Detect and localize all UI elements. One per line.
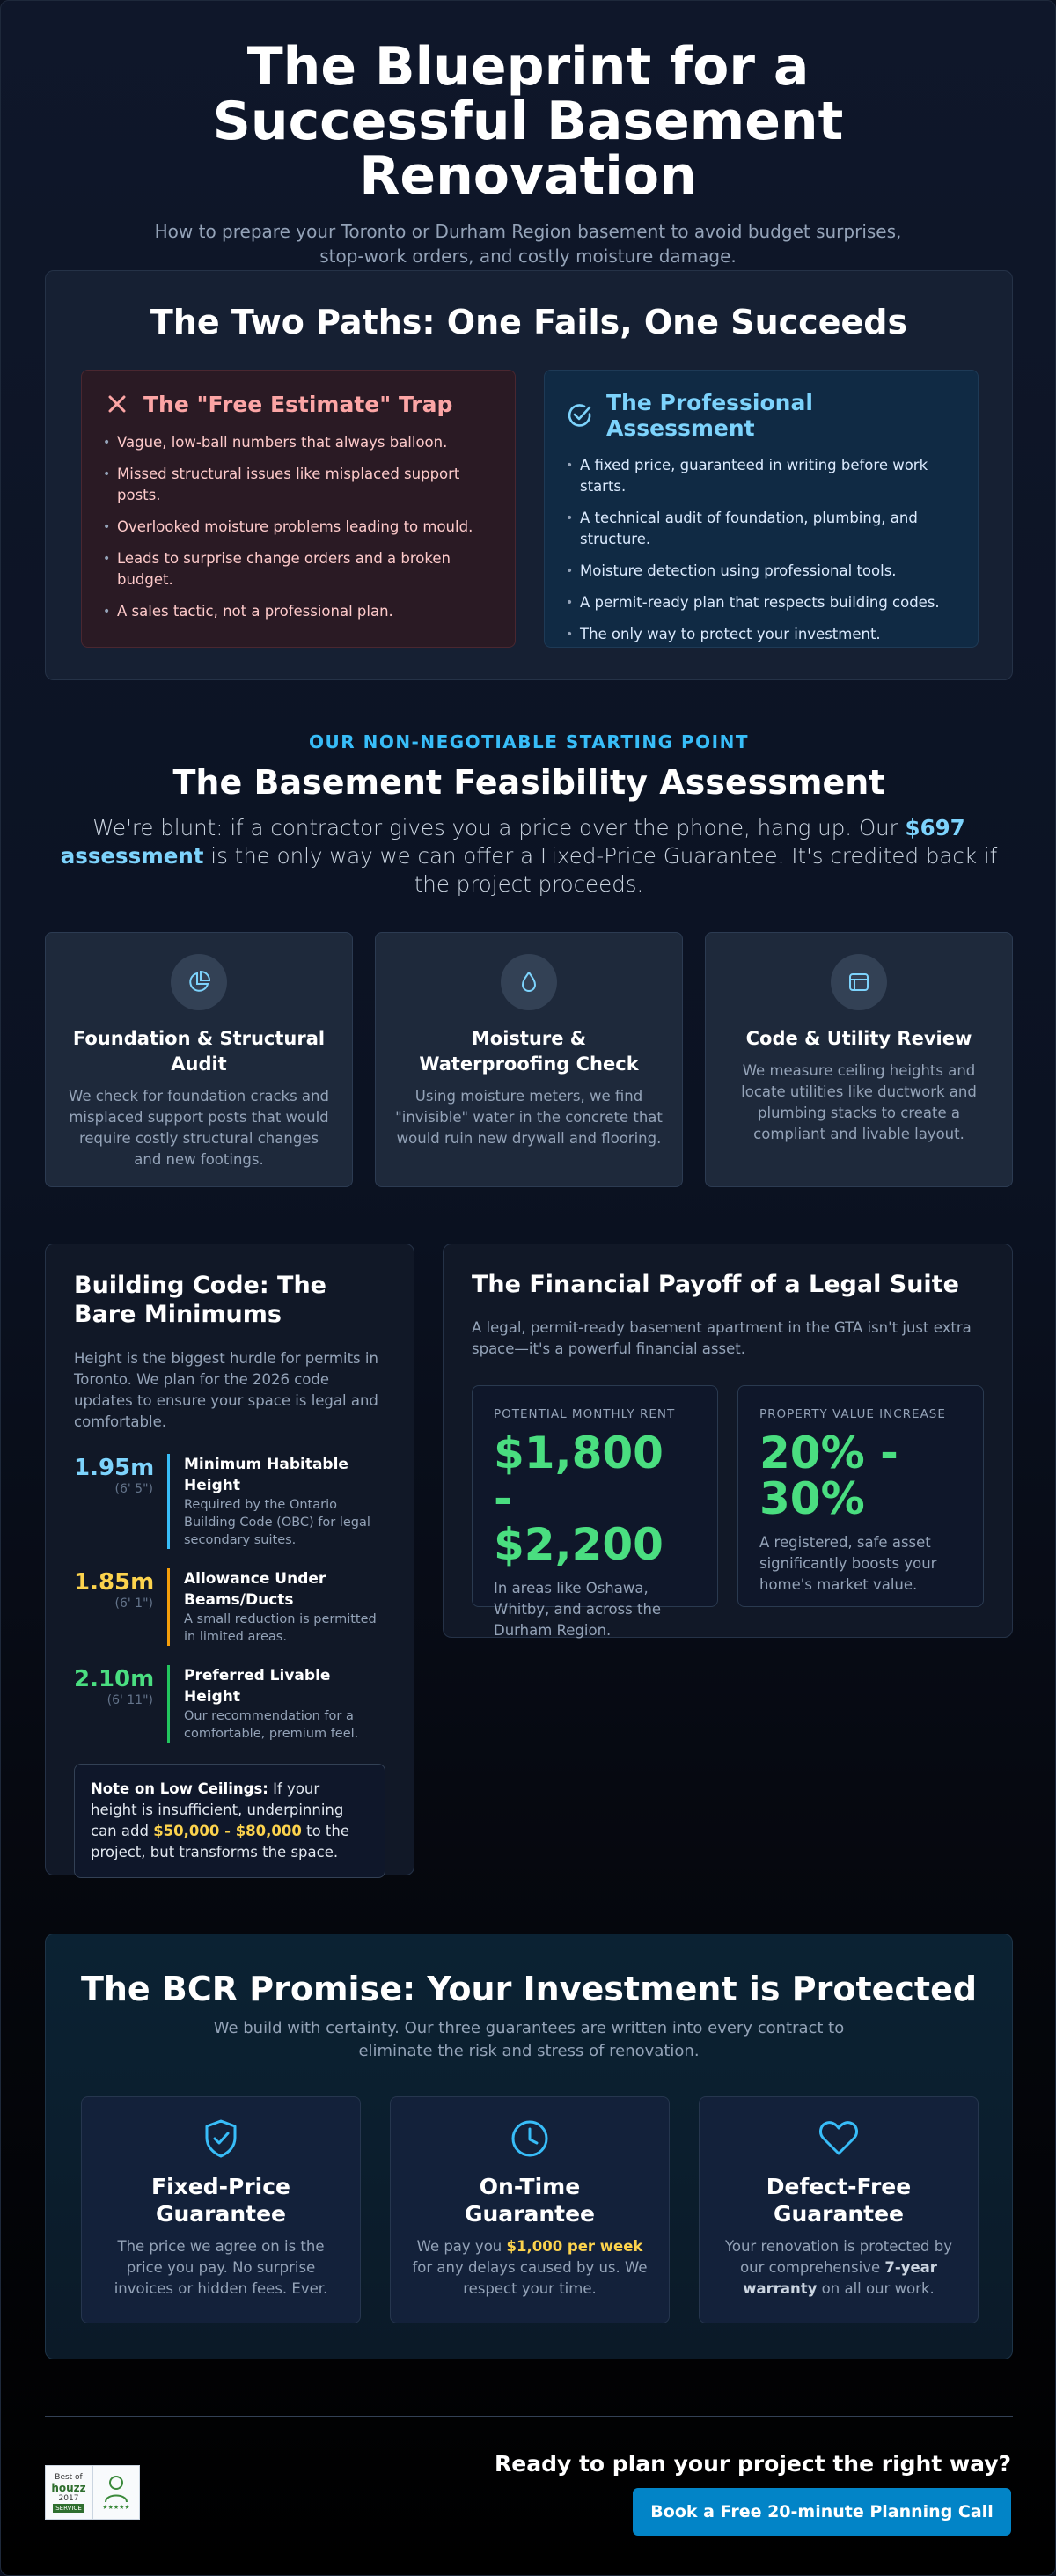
list-item: A sales tactic, not a professional plan. xyxy=(103,601,494,622)
feature-text: Using moisture meters, we find "invisibl… xyxy=(395,1088,663,1147)
building-code-title: Building Code: The Bare Minimums xyxy=(74,1272,326,1328)
user-icon xyxy=(105,2476,128,2503)
feature-title: Code & Utility Review xyxy=(745,1028,972,1049)
building-code-intro: Height is the biggest hurdle for permits… xyxy=(74,1350,378,1430)
duct-icon xyxy=(831,954,887,1010)
height-imperial: (6' 11") xyxy=(106,1693,153,1707)
underpinning-cost: $50,000 - $80,000 xyxy=(153,1823,302,1839)
assessment-eyebrow: OUR NON-NEGOTIABLE STARTING POINT xyxy=(308,731,750,752)
free-estimate-card: The "Free Estimate" Trap Vague, low-ball… xyxy=(81,370,516,648)
page-title: The Blueprint for a Successful Basement … xyxy=(212,36,844,207)
free-estimate-list: Vague, low-ball numbers that always ball… xyxy=(103,432,494,622)
bcr-promise-section: The BCR Promise: Your Investment is Prot… xyxy=(45,1934,1013,2359)
height-imperial: (6' 1") xyxy=(114,1596,153,1611)
list-item: Leads to surprise change orders and a br… xyxy=(103,548,494,591)
height-desc: A small reduction is permitted in limite… xyxy=(184,1612,377,1644)
financial-title: The Financial Payoff of a Legal Suite xyxy=(472,1271,959,1298)
monthly-rent-stat: POTENTIAL MONTHLY RENT $1,800 - $2,200 I… xyxy=(472,1385,718,1639)
height-desc: Required by the Ontario Building Code (O… xyxy=(184,1498,370,1547)
shield-check-icon xyxy=(200,2118,242,2161)
height-title: Minimum Habitable Height xyxy=(184,1456,348,1494)
height-metric: 1.85m xyxy=(74,1569,155,1596)
defect-free-card: Defect-Free Guarantee Your renovation is… xyxy=(699,2096,979,2323)
droplet-icon xyxy=(501,954,557,1010)
list-item: A permit-ready plan that respects buildi… xyxy=(566,592,957,613)
professional-assessment-title: The Professional Assessment xyxy=(606,390,813,441)
stat-value: $1,800 - $2,200 xyxy=(494,1427,664,1570)
list-item: Vague, low-ball numbers that always ball… xyxy=(103,432,494,453)
promise-card-text: Your renovation is protected by our comp… xyxy=(724,2238,952,2297)
stat-value: 20% - 30% xyxy=(759,1427,898,1524)
assessment-title: The Basement Feasibility Assessment xyxy=(172,763,885,802)
hero: The Blueprint for a Successful Basement … xyxy=(1,1,1055,268)
assessment-price: $697 assessment xyxy=(60,815,965,869)
clock-icon xyxy=(509,2118,551,2161)
list-item: The only way to protect your investment. xyxy=(566,624,957,645)
rating-stars: ★★★★★ xyxy=(102,2504,130,2511)
on-time-card: On-Time Guarantee We pay you $1,000 per … xyxy=(390,2096,670,2323)
feature-text: We check for foundation cracks and mispl… xyxy=(69,1088,329,1168)
houzz-badge: Best of houzz 2017 SERVICE xyxy=(45,2465,92,2520)
low-ceiling-note: Note on Low Ceilings: If your height is … xyxy=(74,1764,385,1878)
financial-intro: A legal, permit-ready basement apartment… xyxy=(472,1319,972,1357)
review-badge: ★★★★★ xyxy=(92,2465,140,2520)
foundation-audit-card: Foundation & Structural Audit We check f… xyxy=(45,932,353,1187)
free-estimate-title: The "Free Estimate" Trap xyxy=(143,391,453,417)
promise-card-title: Fixed-Price Guarantee xyxy=(151,2174,290,2227)
financial-payoff-card: The Financial Payoff of a Legal Suite A … xyxy=(443,1244,1013,1639)
height-metric: 2.10m xyxy=(74,1666,155,1692)
list-item: Moisture detection using professional to… xyxy=(566,561,957,582)
promise-card-title: On-Time Guarantee xyxy=(464,2174,596,2227)
two-paths-section: The Two Paths: One Fails, One Succeeds T… xyxy=(45,270,1013,680)
promise-subtitle: We build with certainty. Our three guara… xyxy=(213,2019,845,2060)
feature-title: Moisture & Waterproofing Check xyxy=(419,1028,639,1075)
stat-desc: A registered, safe asset significantly b… xyxy=(759,1534,937,1593)
professional-assessment-card: The Professional Assessment A fixed pric… xyxy=(544,370,979,648)
x-icon xyxy=(103,390,131,418)
building-code-card: Building Code: The Bare Minimums Height … xyxy=(45,1244,414,1878)
moisture-check-card: Moisture & Waterproofing Check Using moi… xyxy=(375,932,683,1187)
page-subtitle: How to prepare your Toronto or Durham Re… xyxy=(154,221,902,267)
fixed-price-card: Fixed-Price Guarantee The price we agree… xyxy=(81,2096,361,2323)
height-row: 1.95m (6' 5") Minimum Habitable Height R… xyxy=(74,1454,385,1549)
assessment-section: OUR NON-NEGOTIABLE STARTING POINT The Ba… xyxy=(45,731,1013,899)
promise-card-text: We pay you $1,000 per week for any delay… xyxy=(412,2238,648,2297)
award-badges: Best of houzz 2017 SERVICE ★★★★★ xyxy=(45,2465,140,2520)
promise-title: The BCR Promise: Your Investment is Prot… xyxy=(80,1970,978,2008)
feature-title: Foundation & Structural Audit xyxy=(72,1028,326,1075)
list-item: A technical audit of foundation, plumbin… xyxy=(566,508,957,550)
two-paths-title: The Two Paths: One Fails, One Succeeds xyxy=(150,303,908,341)
promise-card-text: The price we agree on is the price you p… xyxy=(114,2238,328,2297)
height-row: 1.85m (6' 1") Allowance Under Beams/Duct… xyxy=(74,1568,385,1646)
property-value-stat: PROPERTY VALUE INCREASE 20% - 30% A regi… xyxy=(737,1385,984,1607)
height-metric: 1.95m xyxy=(74,1455,155,1481)
heart-icon xyxy=(818,2118,860,2161)
feature-text: We measure ceiling heights and locate ut… xyxy=(741,1062,977,1142)
list-item: A fixed price, guaranteed in writing bef… xyxy=(566,455,957,497)
pie-chart-icon xyxy=(171,954,227,1010)
list-item: Missed structural issues like misplaced … xyxy=(103,464,494,506)
check-circle-icon xyxy=(566,401,594,429)
promise-card-title: Defect-Free Guarantee xyxy=(766,2174,912,2227)
stat-label: POTENTIAL MONTHLY RENT xyxy=(494,1407,676,1421)
stat-label: PROPERTY VALUE INCREASE xyxy=(759,1407,946,1421)
height-title: Allowance Under Beams/Ducts xyxy=(184,1570,326,1609)
cta-text: Ready to plan your project the right way… xyxy=(495,2451,1011,2477)
assessment-lead: We're blunt: if a contractor gives you a… xyxy=(60,815,998,897)
height-desc: Our recommendation for a comfortable, pr… xyxy=(184,1709,359,1741)
height-imperial: (6' 5") xyxy=(114,1482,153,1496)
list-item: Overlooked moisture problems leading to … xyxy=(103,517,494,538)
stat-desc: In areas like Oshawa, Whitby, and across… xyxy=(494,1580,662,1639)
height-row: 2.10m (6' 11") Preferred Livable Height … xyxy=(74,1665,385,1743)
footer-divider xyxy=(45,2416,1013,2417)
height-title: Preferred Livable Height xyxy=(184,1667,331,1706)
book-planning-call-button[interactable]: Book a Free 20-minute Planning Call xyxy=(633,2488,1011,2536)
professional-assessment-list: A fixed price, guaranteed in writing bef… xyxy=(566,455,957,645)
code-utility-card: Code & Utility Review We measure ceiling… xyxy=(705,932,1013,1187)
